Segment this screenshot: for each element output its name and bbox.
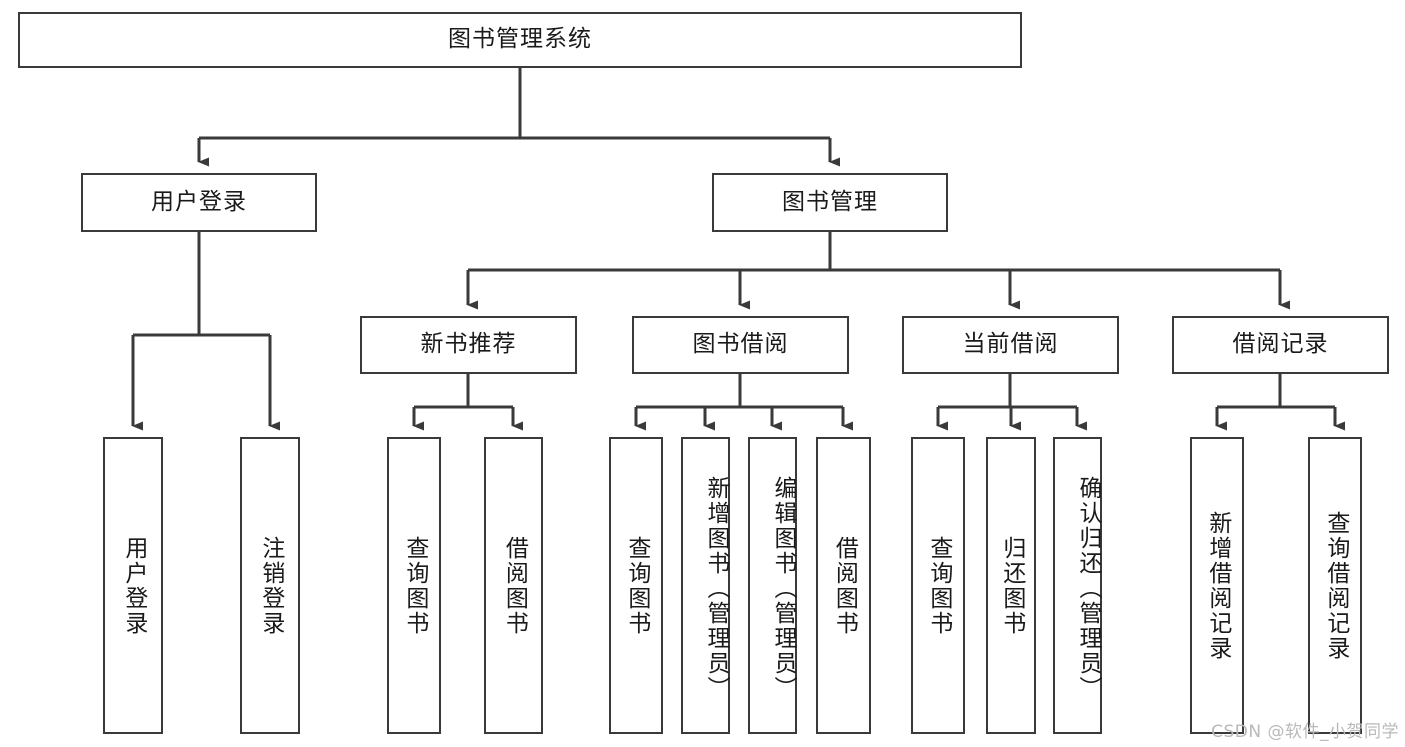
node-leaf-1[interactable]: 注销登录 <box>240 437 300 734</box>
node-leaf-12[interactable]: 查询借阅记录 <box>1308 437 1362 734</box>
node-level2-0[interactable]: 用户登录 <box>81 173 317 232</box>
node-level2-1[interactable]: 图书管理 <box>712 173 948 232</box>
node-leaf-2[interactable]: 查询图书 <box>387 437 441 734</box>
node-leaf-4[interactable]: 查询图书 <box>609 437 663 734</box>
node-leaf-6[interactable]: 编辑图书（管理员） <box>748 437 797 734</box>
node-level3-0[interactable]: 新书推荐 <box>360 316 577 374</box>
node-level3-3[interactable]: 借阅记录 <box>1172 316 1389 374</box>
node-leaf-8[interactable]: 查询图书 <box>911 437 965 734</box>
node-root[interactable]: 图书管理系统 <box>18 12 1022 68</box>
node-leaf-9[interactable]: 归还图书 <box>986 437 1036 734</box>
node-leaf-3[interactable]: 借阅图书 <box>484 437 543 734</box>
node-level3-2[interactable]: 当前借阅 <box>902 316 1119 374</box>
node-level3-1[interactable]: 图书借阅 <box>632 316 849 374</box>
node-leaf-10[interactable]: 确认归还（管理员） <box>1053 437 1102 734</box>
node-leaf-7[interactable]: 借阅图书 <box>816 437 871 734</box>
node-leaf-5[interactable]: 新增图书（管理员） <box>681 437 730 734</box>
node-leaf-11[interactable]: 新增借阅记录 <box>1190 437 1244 734</box>
node-leaf-0[interactable]: 用户登录 <box>103 437 163 734</box>
